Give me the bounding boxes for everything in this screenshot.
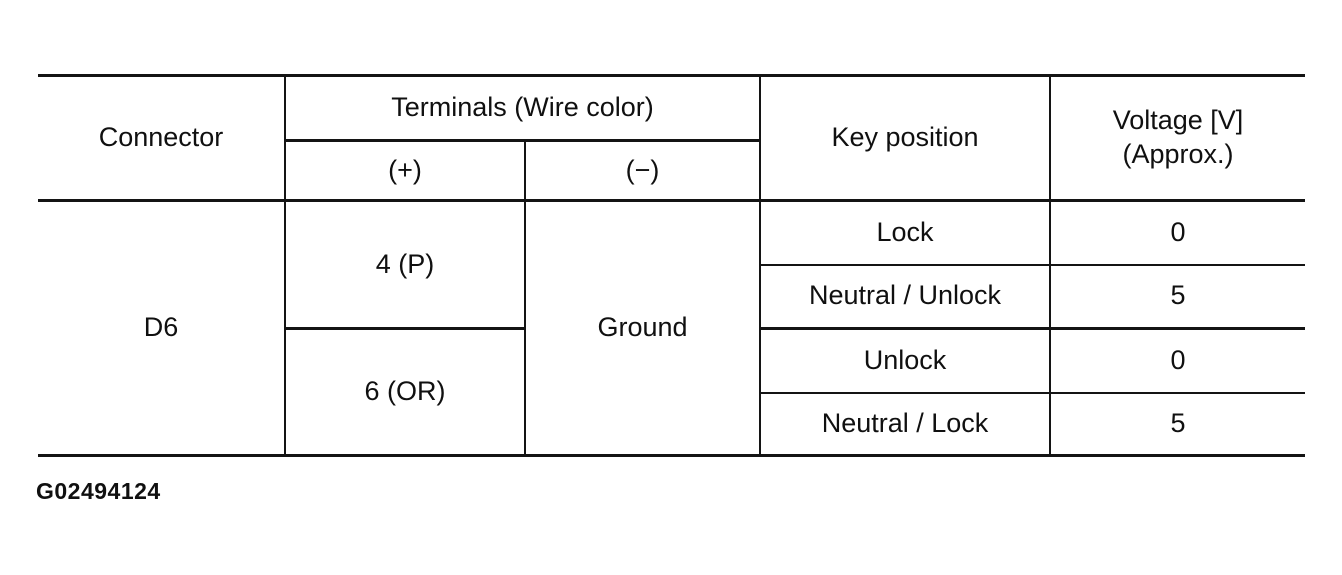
header-terminals: Terminals (Wire color) [285, 74, 761, 142]
cell-terminal-4p: 4 (P) [285, 200, 526, 330]
cell-key-neutral-unlock: Neutral / Unlock [760, 264, 1051, 330]
cell-voltage-lock: 0 [1050, 200, 1305, 266]
cell-connector: D6 [38, 200, 286, 457]
header-connector: Connector [38, 74, 286, 202]
header-voltage: Voltage [V] (Approx.) [1050, 74, 1305, 202]
figure-code-caption: G02494124 [36, 478, 161, 504]
header-key-position: Key position [760, 74, 1051, 202]
cell-voltage-unlock: 0 [1050, 328, 1305, 394]
cell-key-lock: Lock [760, 200, 1051, 266]
cell-key-neutral-lock: Neutral / Lock [760, 392, 1051, 457]
cell-ground: Ground [525, 200, 761, 457]
connector-voltage-table: Connector Terminals (Wire color) Key pos… [38, 74, 1305, 457]
cell-voltage-neutral-unlock: 5 [1050, 264, 1305, 330]
header-voltage-line1: Voltage [V] [1112, 105, 1244, 136]
header-terminal-plus: (+) [285, 140, 526, 202]
cell-voltage-neutral-lock: 5 [1050, 392, 1305, 457]
header-terminal-minus: (−) [525, 140, 761, 202]
cell-terminal-6or: 6 (OR) [285, 328, 526, 457]
cell-key-unlock: Unlock [760, 328, 1051, 394]
header-voltage-line2: (Approx.) [1122, 139, 1234, 169]
